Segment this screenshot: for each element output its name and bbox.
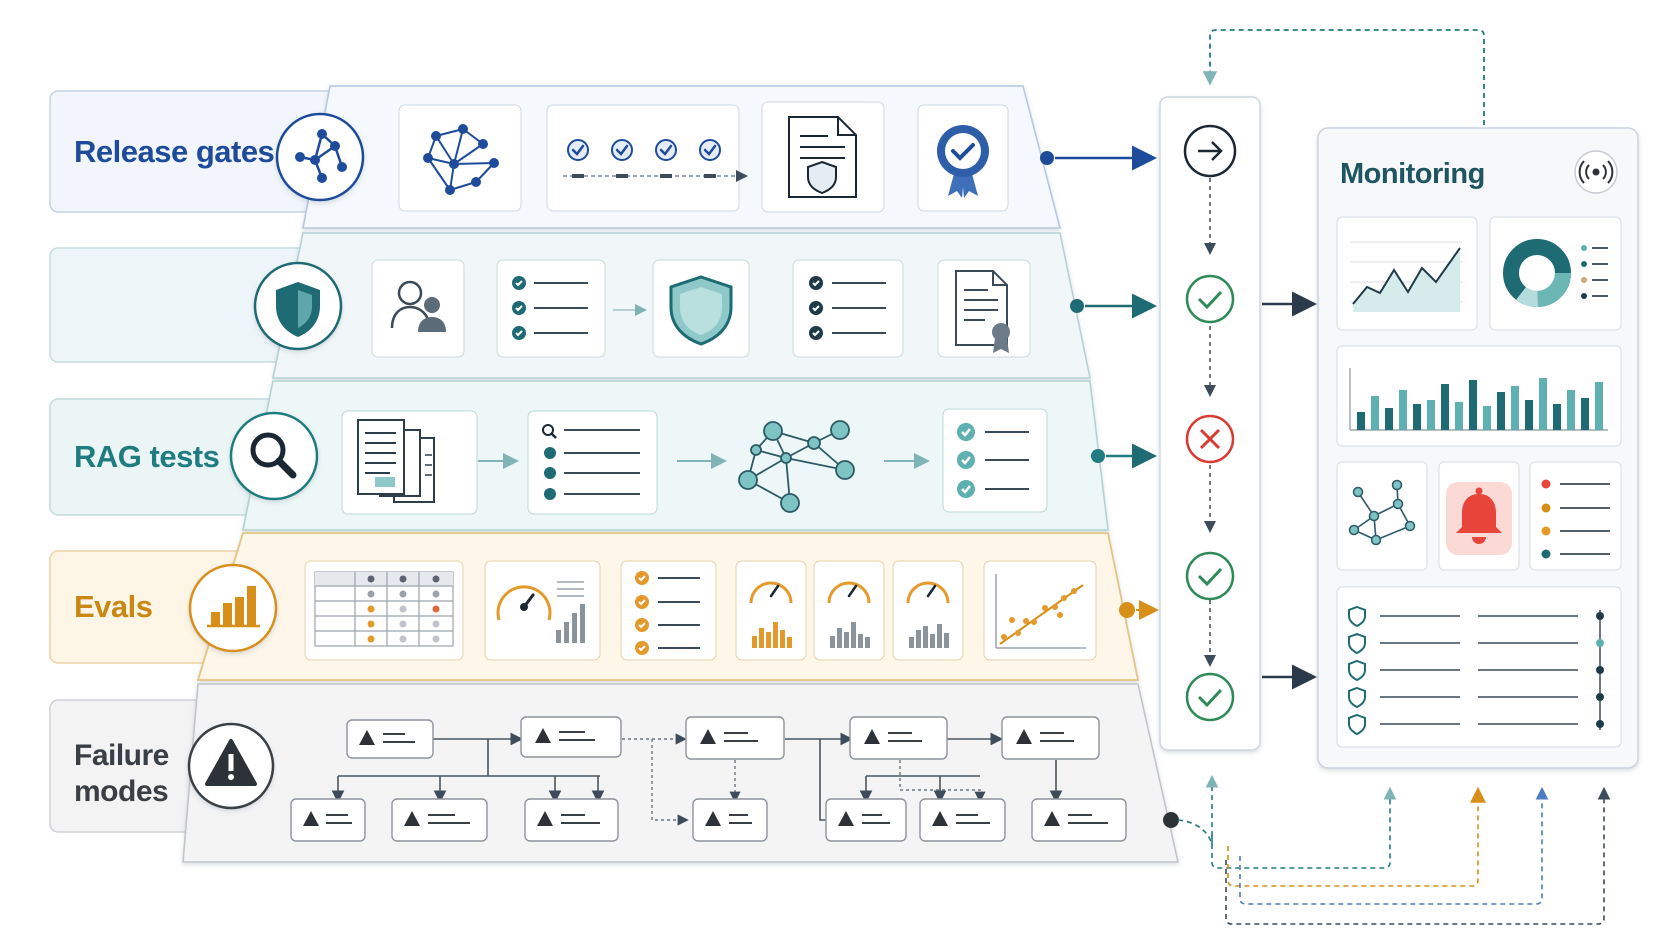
monitor-bar xyxy=(1385,408,1393,430)
monitor-line-chart xyxy=(1336,216,1478,331)
failure-tree xyxy=(290,716,1127,842)
label-rag-tests: RAG tests xyxy=(74,439,219,474)
card-scatter-trend xyxy=(983,560,1097,661)
eval-cards xyxy=(304,560,1097,661)
gate-column xyxy=(1159,96,1261,751)
card-checklist-a xyxy=(496,259,606,358)
warning-icon xyxy=(303,728,1060,826)
card-approval-badge xyxy=(917,104,1009,212)
monitor-bar xyxy=(1525,400,1533,430)
release-gates-cards xyxy=(398,101,1009,213)
card-certificate xyxy=(937,259,1031,358)
card-metric-3 xyxy=(892,560,964,661)
monitor-donut-chart xyxy=(1489,216,1622,331)
monitor-bar-chart xyxy=(1336,345,1622,447)
monitor-log-list xyxy=(1336,586,1622,748)
warning-icon xyxy=(187,722,275,810)
knowledge-graph xyxy=(738,420,855,513)
monitor-bar xyxy=(1399,390,1407,430)
x-icon xyxy=(1185,414,1235,464)
rag-cards xyxy=(341,408,1048,515)
monitor-bar xyxy=(1413,404,1421,430)
card-users xyxy=(371,259,465,358)
check-icon xyxy=(1185,551,1235,601)
monitor-bar xyxy=(1469,380,1477,430)
feedback-loops-bottom xyxy=(1177,774,1611,925)
monitor-bar xyxy=(1483,406,1491,430)
monitor-bar xyxy=(1511,386,1519,430)
monitor-bar xyxy=(1455,402,1463,430)
broadcast-icon xyxy=(1574,150,1618,194)
monitor-alert-bell xyxy=(1438,461,1520,571)
monitor-bar xyxy=(1553,404,1561,430)
network-icon xyxy=(275,112,365,202)
check-icon xyxy=(1185,274,1235,324)
card-checklist-b xyxy=(792,259,904,358)
layer-labels: Release gates RAG tests Evals Failure mo… xyxy=(74,134,275,808)
monitor-bar xyxy=(1581,398,1589,430)
monitor-bar xyxy=(1497,392,1505,430)
monitor-bar xyxy=(1427,400,1435,430)
bar-chart-icon xyxy=(188,563,278,653)
card-results-table xyxy=(304,560,464,661)
monitor-bar xyxy=(1371,396,1379,430)
card-rag-checklist xyxy=(942,408,1048,513)
shield-icon xyxy=(253,261,343,351)
monitor-bar xyxy=(1357,412,1365,430)
label-failure-modes: Failure modes xyxy=(74,739,177,808)
feedback-loop-top xyxy=(1202,29,1485,125)
monitor-bar xyxy=(1595,382,1603,430)
card-network-graph xyxy=(398,104,522,212)
label-evals: Evals xyxy=(74,589,153,624)
card-security-document xyxy=(761,101,885,213)
monitor-status-list xyxy=(1529,461,1622,571)
arrow-right-icon xyxy=(1183,124,1237,178)
card-check-timeline xyxy=(546,104,748,212)
card-metric-1 xyxy=(735,560,807,661)
monitoring-panel: Monitoring xyxy=(1317,127,1639,769)
check-icon xyxy=(1185,672,1235,722)
card-search-results xyxy=(527,410,658,515)
card-documents xyxy=(341,410,478,515)
safety-cards xyxy=(371,259,1031,358)
monitor-network xyxy=(1336,461,1428,571)
label-release-gates: Release gates xyxy=(74,134,274,169)
monitoring-title: Monitoring xyxy=(1340,158,1485,190)
monitor-bar xyxy=(1539,378,1547,430)
layer-badges xyxy=(187,112,365,810)
card-metric-2 xyxy=(813,560,885,661)
monitor-bar xyxy=(1567,390,1575,430)
card-eval-checklist xyxy=(620,560,717,661)
card-gauge-bars xyxy=(484,560,601,661)
search-icon xyxy=(229,411,319,501)
card-safety-shield xyxy=(652,259,750,358)
gate-connectors xyxy=(1040,145,1179,828)
monitor-bar xyxy=(1441,384,1449,430)
